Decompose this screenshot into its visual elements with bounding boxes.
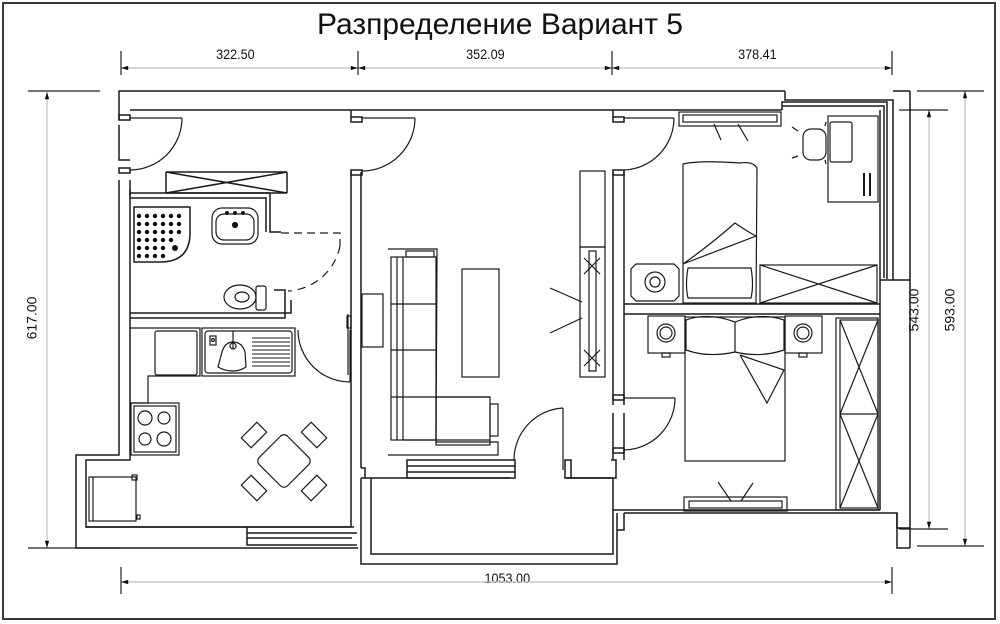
single-bed-icon bbox=[682, 161, 758, 304]
desk-icon bbox=[827, 115, 879, 203]
corner-sofa-icon bbox=[388, 248, 499, 456]
dining-table-icon bbox=[240, 421, 328, 502]
double-bed-icon bbox=[684, 315, 786, 462]
nightstand-icon bbox=[647, 315, 686, 358]
radiator-icon bbox=[683, 481, 788, 512]
bathroom-door bbox=[281, 232, 341, 292]
living-door bbox=[361, 117, 416, 172]
refrigerator-icon bbox=[88, 474, 141, 522]
bathroom-fixtures bbox=[133, 206, 267, 311]
cooktop-icon bbox=[130, 402, 180, 456]
chair-icon bbox=[300, 474, 328, 502]
chair-icon bbox=[240, 474, 268, 502]
master-bedroom-door bbox=[623, 397, 676, 451]
radiator-icon bbox=[678, 111, 782, 142]
kitchen-counter bbox=[130, 327, 201, 404]
dim-top-3: 378.41 bbox=[738, 46, 777, 62]
tv-unit-icon bbox=[579, 170, 606, 378]
chair-icon bbox=[300, 421, 328, 449]
washbasin-icon bbox=[211, 207, 259, 245]
child-bedroom-furniture bbox=[630, 111, 879, 304]
child-bedroom-door bbox=[623, 117, 675, 171]
dim-top-2: 352.09 bbox=[466, 46, 505, 62]
wardrobe-icon bbox=[759, 264, 878, 304]
dimension-lines bbox=[44, 65, 968, 585]
shower-tray-icon bbox=[133, 206, 191, 263]
drawing-title: Разпределение Вариант 5 bbox=[317, 8, 683, 41]
wardrobe-icon bbox=[835, 317, 879, 511]
chair-icon bbox=[240, 421, 268, 449]
tv-view-lines bbox=[549, 287, 583, 334]
walls bbox=[75, 90, 911, 565]
balcony-door bbox=[513, 407, 564, 470]
side-cabinet bbox=[361, 293, 384, 348]
living-room-furniture bbox=[346, 170, 606, 456]
dimension-ticks bbox=[28, 51, 984, 594]
toilet-icon bbox=[223, 284, 267, 311]
master-bedroom-furniture bbox=[647, 315, 879, 512]
entrance-door bbox=[129, 117, 183, 171]
nightstand-icon bbox=[630, 263, 680, 302]
kitchen-fixtures bbox=[88, 327, 328, 522]
dim-top-1: 322.50 bbox=[216, 46, 255, 62]
doors bbox=[129, 117, 676, 470]
kitchen-door bbox=[297, 329, 351, 383]
kitchen-sink-icon bbox=[201, 327, 296, 377]
nightstand-icon bbox=[784, 315, 823, 358]
coffee-table-icon bbox=[461, 268, 500, 378]
office-chair-icon bbox=[791, 121, 827, 165]
